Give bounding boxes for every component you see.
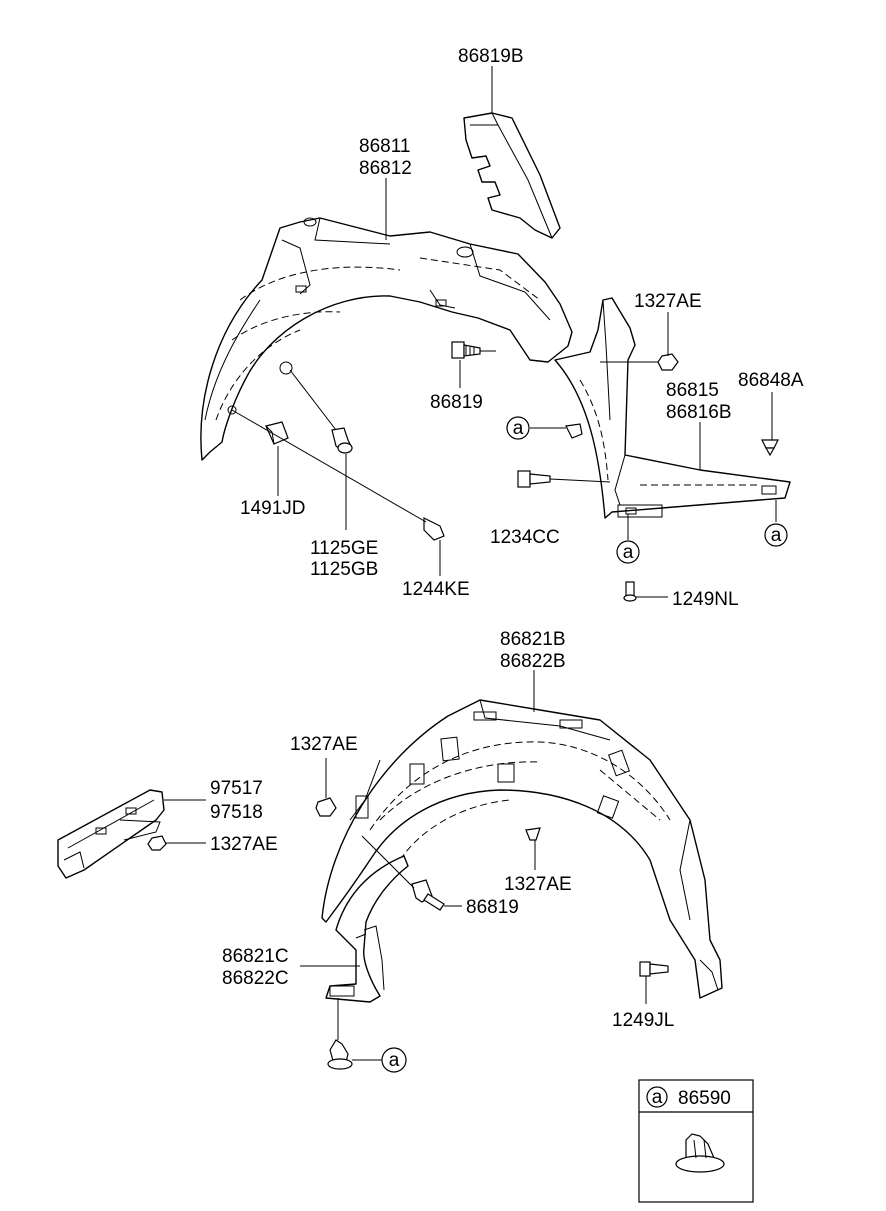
bolt-86819-low xyxy=(411,879,445,911)
label-86815: 86815 xyxy=(666,380,719,401)
leader-lines-lower xyxy=(164,670,647,1061)
bolt-86819-upper xyxy=(451,341,481,359)
nut-1327ae-mid xyxy=(315,797,337,817)
label-1125gb: 1125GB xyxy=(310,559,378,580)
svg-text:a: a xyxy=(389,1050,400,1071)
clip-1327ae-low xyxy=(525,827,541,841)
label-1234cc: 1234CC xyxy=(490,527,560,548)
label-86822b: 86822B xyxy=(500,651,566,672)
part-86821c-shape xyxy=(325,855,409,1003)
part-86819b-shape xyxy=(463,112,561,239)
label-86821b: 86821B xyxy=(500,629,566,650)
label-86811: 86811 xyxy=(359,136,410,157)
screw-1249nl xyxy=(623,581,637,602)
clip-a-upper xyxy=(565,423,583,439)
label-86819-top: 86819 xyxy=(430,392,483,413)
label-1249jl: 1249JL xyxy=(612,1010,674,1031)
clip-86848a xyxy=(761,439,779,457)
label-86812: 86812 xyxy=(359,158,412,179)
marker-a-right: a xyxy=(764,523,788,547)
screw-1125ge xyxy=(331,427,353,454)
part-86811-shape xyxy=(200,217,573,461)
part-86815-shape xyxy=(554,297,791,519)
label-86816b: 86816B xyxy=(666,402,732,423)
label-1327ae-top: 1327AE xyxy=(634,291,702,312)
clip-a-lower xyxy=(327,1039,353,1070)
label-1327ae-mid: 1327AE xyxy=(290,734,358,755)
legend-marker: a xyxy=(652,1087,663,1108)
label-97518: 97518 xyxy=(210,802,263,823)
nut-1327ae-upper xyxy=(657,353,679,371)
bolt-1234cc xyxy=(517,470,551,488)
clip-86590-icon xyxy=(675,1133,725,1173)
label-1244ke: 1244KE xyxy=(402,579,470,600)
nut-1491jd xyxy=(265,421,289,445)
screw-1244ke xyxy=(423,517,445,541)
label-86819b: 86819B xyxy=(458,46,524,67)
label-86822c: 86822C xyxy=(222,968,289,989)
label-1327ae-low: 1327AE xyxy=(504,874,572,895)
svg-text:a: a xyxy=(623,542,634,563)
label-86848a: 86848A xyxy=(738,370,804,391)
legend-part-number: 86590 xyxy=(678,1088,731,1109)
svg-text:a: a xyxy=(771,525,782,546)
leader-lines-upper xyxy=(227,66,777,598)
nut-1327ae-left xyxy=(147,835,167,851)
label-86819-low: 86819 xyxy=(466,897,519,918)
label-1327ae-left: 1327AE xyxy=(210,834,278,855)
label-97517: 97517 xyxy=(210,778,263,799)
svg-text:a: a xyxy=(513,418,524,439)
part-86821b-shape xyxy=(321,699,723,999)
screw-1249jl xyxy=(639,961,669,977)
marker-a-lower: a xyxy=(381,1047,407,1073)
label-86821c: 86821C xyxy=(222,946,289,967)
label-1491jd: 1491JD xyxy=(240,498,306,519)
label-1249nl: 1249NL xyxy=(672,589,739,610)
legend-box: a 86590 xyxy=(638,1079,754,1203)
part-97517-shape xyxy=(57,789,165,879)
marker-a-bottom: a xyxy=(616,540,640,564)
label-1125ge: 1125GE xyxy=(310,538,378,559)
marker-a-left: a xyxy=(506,416,530,440)
